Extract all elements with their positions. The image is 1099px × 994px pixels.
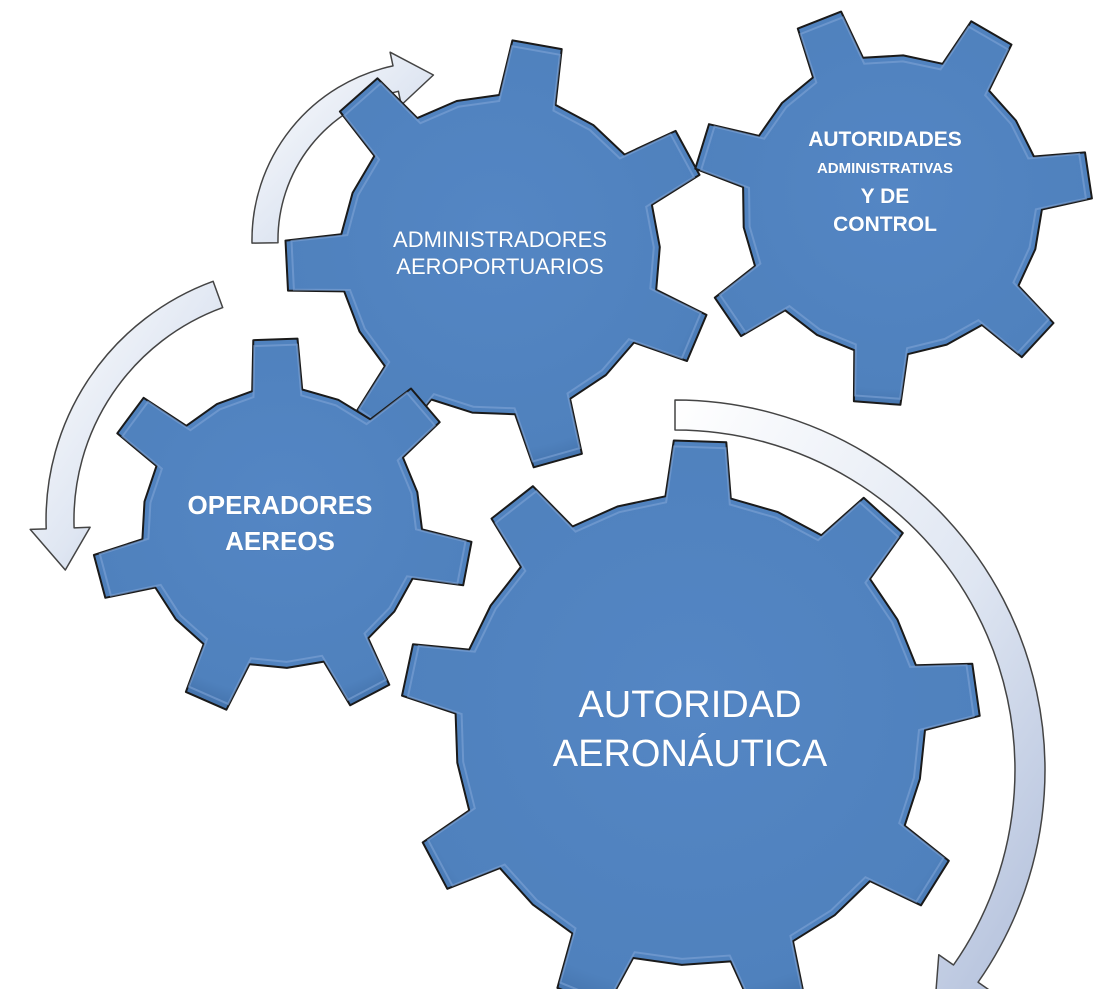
auth-line1: AUTORIDADES [808,128,962,152]
gear-label-administradores: ADMINISTRADORES AEROPORTUARIOS [355,208,645,298]
gear-autoridad-aeronautica [401,439,981,994]
ops-line1: OPERADORES [187,489,373,520]
gear-autoridades-bevel [699,16,1088,400]
admin-line1: ADMINISTRADORES [393,226,607,252]
gear-label-operadores: OPERADORES AEREOS [160,478,400,568]
aero-line1: AUTORIDAD [578,684,802,727]
curved-arrow-icon [251,51,435,244]
gear-autoridades [694,10,1093,406]
ops-line2: AEREOS [225,526,335,556]
curved-arrow-icon [29,280,224,571]
gear-autoridad-aeronautica-bevel [406,445,975,994]
gear-operadores-bevel [98,343,467,706]
gear-administradores [284,39,708,469]
gear-label-autoridad-aeronautica: AUTORIDAD AERONÁUTICA [510,665,870,795]
gear-administradores-bevel [290,45,702,463]
auth-line2: ADMINISTRATIVAS [816,159,954,177]
auth-line3: Y DE [860,185,910,209]
aero-line2: AERONÁUTICA [552,733,828,775]
gear-operadores [92,337,473,711]
gear-label-autoridades: AUTORIDADES ADMINISTRATIVAS Y DE CONTROL [760,118,1010,248]
auth-line4: CONTROL [833,213,937,237]
curved-arrow-icon [674,399,1046,994]
admin-line2: AEROPORTUARIOS [396,254,604,279]
